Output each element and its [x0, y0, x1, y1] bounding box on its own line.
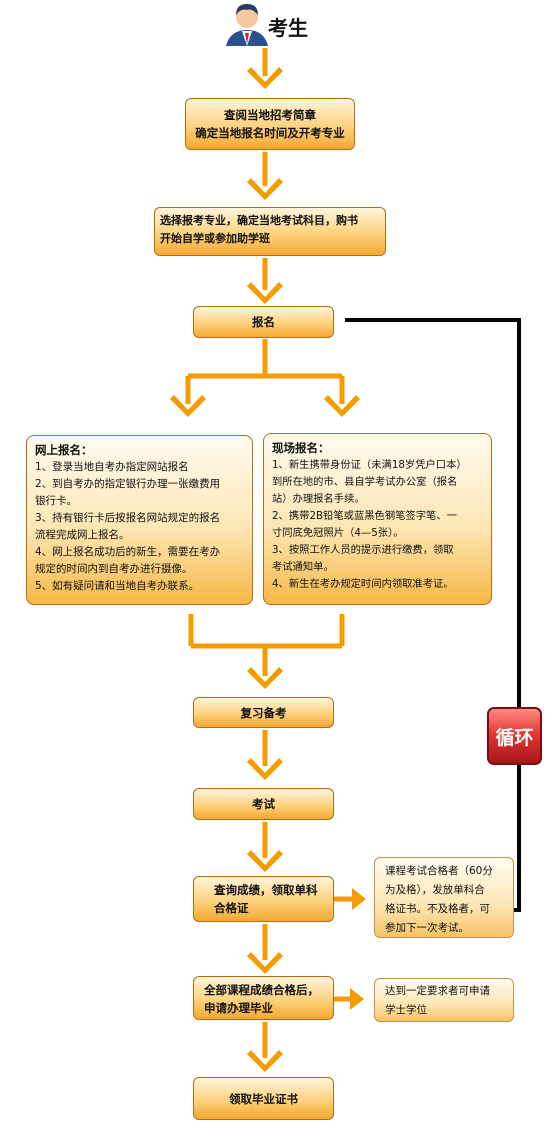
step5-label: 考试 [252, 797, 275, 811]
degree-note-line-2: 学士学位 [385, 1004, 427, 1016]
student-title: 考生 [268, 16, 308, 40]
online-registration-box: 网上报名： 1、登录当地自考办指定网站报名 2、到自考办的指定银行办理一张缴费用… [26, 435, 253, 605]
onsite-line-6: 3、按照工作人员的提示进行缴费，领取 [272, 544, 454, 556]
online-line-3: 银行卡。 [35, 495, 77, 507]
degree-note-box: 达到一定要求者可申请 学士学位 [374, 978, 514, 1022]
onsite-line-4: 2、携带2B铅笔或蓝黑色钢笔签字笔、一 [272, 510, 457, 522]
pass-note-line-1: 课程考试合格者（60分 [385, 865, 493, 877]
step-check-scores: 查询成绩，领取单科 合格证 [193, 876, 334, 922]
student-person-icon [226, 4, 268, 46]
online-line-6: 4、网上报名成功后的新生，需要在考办 [35, 546, 221, 558]
step-register: 报名 [193, 306, 334, 338]
step3-label: 报名 [252, 315, 275, 329]
arrow-s1-to-s2 [247, 152, 283, 200]
online-line-8: 5、如有疑问请和当地自考办联系。 [35, 580, 200, 592]
pass-note-line-2: 为及格），发放单科合 [385, 884, 485, 896]
online-line-4: 3、持有银行卡后按报名网站规定的报名 [35, 512, 221, 524]
online-line-1: 1、登录当地自考办指定网站报名 [35, 461, 189, 473]
step7-line-1: 全部课程成绩合格后， [204, 983, 319, 997]
pass-note-box: 课程考试合格者（60分 为及格），发放单科合 格证书。不及格者，可 参加下一次考… [374, 857, 514, 938]
loop-line [345, 318, 521, 912]
arrow-s6-to-pass-note [334, 888, 366, 910]
step1-line-1: 查阅当地招考简章 [224, 108, 316, 122]
step-review: 复习备考 [193, 697, 334, 728]
onsite-title: 现场报名： [272, 441, 330, 455]
step4-label: 复习备考 [240, 705, 287, 720]
degree-note-line-1: 达到一定要求者可申请 [385, 985, 490, 997]
step-receive-diploma: 领取毕业证书 [193, 1077, 334, 1120]
onsite-line-1: 1、新生携带身份证（未满18岁凭户口本） [272, 459, 467, 471]
merge-connector [188, 614, 345, 689]
onsite-line-3: 站）办理报名手续。 [272, 493, 365, 505]
step8-label: 领取毕业证书 [229, 1091, 298, 1106]
loop-badge: 循环 [487, 707, 542, 765]
onsite-line-2: 到所在地的市、县自学考试办公室（报名 [272, 476, 458, 488]
step7-line-2: 申请办理毕业 [204, 1001, 273, 1015]
arrow-s7-to-s8 [247, 1022, 283, 1072]
step1-line-2: 确定当地报名时间及开考专业 [195, 126, 345, 140]
step-exam: 考试 [193, 788, 334, 820]
online-line-7: 规定的时间内到自考办进行摄像。 [35, 563, 193, 575]
online-line-2: 2、到自考办的指定银行办理一张缴费用 [35, 478, 221, 490]
onsite-line-5: 寸同底免冠照片（4—5张）。 [272, 527, 404, 539]
arrow-s4-to-s5 [247, 730, 283, 780]
onsite-registration-box: 现场报名： 1、新生携带身份证（未满18岁凭户口本） 到所在地的市、县自学考试办… [263, 433, 492, 605]
arrow-s7-to-degree-note [334, 988, 364, 1010]
arrow-header-to-s1 [247, 48, 283, 89]
split-connector [170, 339, 360, 417]
step-choose-major: 选择报考专业，确定当地考试科目，购书 开始自学或参加助学班 [154, 207, 386, 256]
online-title: 网上报名： [35, 443, 93, 457]
onsite-line-8: 4、新生在考办规定时间内领取准考证。 [272, 578, 454, 590]
step2-line-2: 开始自学或参加助学班 [160, 232, 270, 245]
pass-note-line-3: 格证书。不及格者，可 [385, 903, 490, 915]
arrow-s6-to-s7 [247, 924, 283, 974]
step2-line-1: 选择报考专业，确定当地考试科目，购书 [160, 214, 358, 227]
step6-line-2: 合格证 [214, 901, 249, 915]
step6-line-1: 查询成绩，领取单科 [214, 883, 318, 897]
step-apply-graduation: 全部课程成绩合格后， 申请办理毕业 [193, 976, 334, 1020]
arrow-s2-to-s3 [247, 258, 283, 304]
onsite-line-7: 考试通知单。 [272, 561, 334, 573]
arrow-s5-to-s6 [247, 822, 283, 872]
pass-note-line-4: 参加下一次考试。 [385, 922, 469, 934]
step-check-regulations: 查阅当地招考简章 确定当地报名时间及开考专业 [185, 98, 355, 150]
online-line-5: 流程完成网上报名。 [35, 529, 130, 541]
